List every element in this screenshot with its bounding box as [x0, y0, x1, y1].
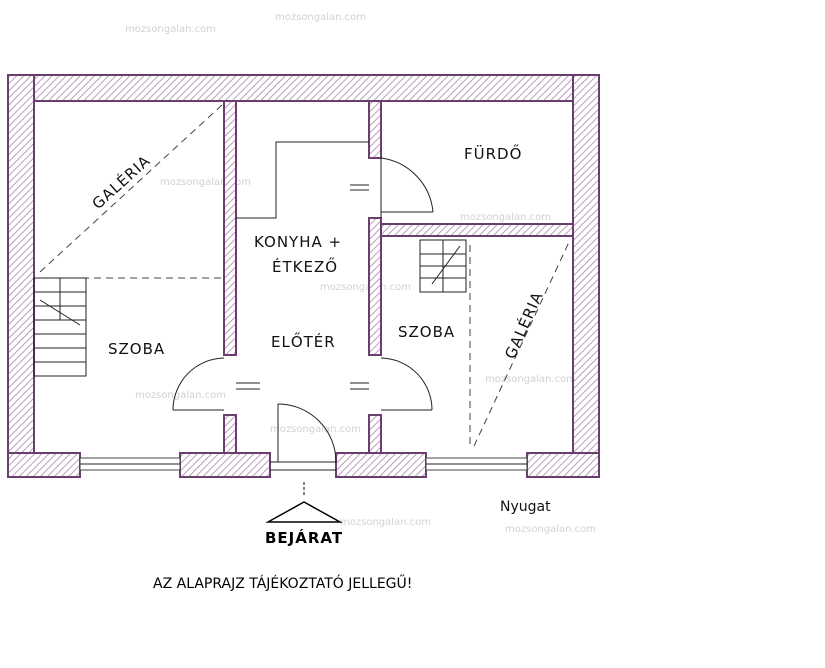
- gallery-label-left: GALÉRIA: [88, 151, 154, 213]
- room-label-kitchen-2: ÉTKEZŐ: [272, 256, 338, 276]
- windows: [79, 457, 528, 471]
- wall-south-seg3: [335, 452, 427, 478]
- stairs-left: [33, 277, 224, 377]
- watermark: mozsongalan.com: [160, 177, 251, 188]
- gallery-left-edge: [39, 104, 223, 273]
- room-label-szoba-right: SZOBA: [398, 323, 455, 341]
- watermark: mozsongalan.com: [135, 390, 226, 401]
- wall-interior-right-mid: [368, 217, 382, 356]
- exterior-walls: [7, 74, 600, 478]
- wall-west: [7, 74, 35, 478]
- room-label-szoba-left: SZOBA: [108, 340, 165, 358]
- watermark: mozsongalan.com: [340, 517, 431, 528]
- watermark: mozsongalan.com: [505, 524, 596, 535]
- kitchen-counter: [236, 141, 369, 219]
- entrance-label: BEJÁRAT: [265, 528, 343, 547]
- doors: [172, 157, 434, 471]
- room-label-bathroom: FÜRDŐ: [464, 143, 522, 163]
- stairs-right: [419, 239, 471, 445]
- entrance-arrow-icon: [265, 501, 343, 523]
- watermark: mozsongalan.com: [125, 24, 216, 35]
- room-label-kitchen-1: KONYHA +: [254, 233, 342, 251]
- wall-south-seg4: [526, 452, 600, 478]
- watermark: mozsongalan.com: [485, 374, 576, 385]
- disclaimer-note: AZ ALAPRAJZ TÁJÉKOZTATÓ JELLEGŰ!: [153, 574, 412, 592]
- gallery-right-edge: [473, 239, 571, 447]
- room-label-hallway: ELŐTÉR: [271, 331, 336, 351]
- gallery-label-right: GALÉRIA: [500, 288, 547, 361]
- wall-interior-right-lower: [368, 414, 382, 454]
- wall-south-seg1: [7, 452, 81, 478]
- wall-interior-left-lower: [223, 414, 237, 454]
- wall-interior-right-top: [368, 100, 382, 159]
- interior-walls: [223, 100, 574, 454]
- watermark-group: mozsongalan.com mozsongalan.com mozsonga…: [125, 12, 596, 535]
- direction-label: Nyugat: [500, 499, 551, 515]
- watermark: mozsongalan.com: [460, 212, 551, 223]
- wall-interior-left-upper: [223, 100, 237, 356]
- wall-south-seg2: [179, 452, 271, 478]
- wall-north: [7, 74, 600, 102]
- watermark: mozsongalan.com: [270, 424, 361, 435]
- watermark: mozsongalan.com: [320, 282, 411, 293]
- watermark: mozsongalan.com: [275, 12, 366, 23]
- wall-east: [572, 74, 600, 478]
- wall-bath-bottom: [380, 223, 574, 237]
